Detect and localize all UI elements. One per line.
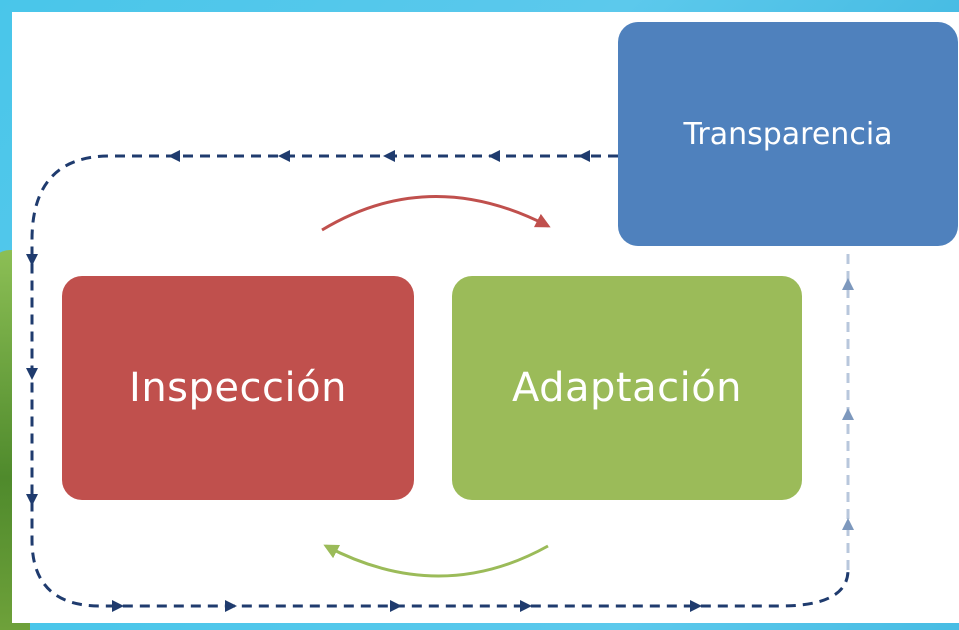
inspeccion-label: Inspección (129, 365, 347, 411)
dashed-loop-line (30, 154, 850, 608)
adaptacion-box: Adaptación (452, 276, 802, 500)
arrow-inspeccion-to-adaptacion (321, 195, 551, 232)
inspeccion-box: Inspección (62, 276, 414, 500)
arrow-adaptacion-to-inspeccion (323, 544, 549, 578)
loop-arrow-markers-left (26, 254, 38, 506)
loop-arrow-markers-top (168, 150, 590, 162)
loop-arrow-markers-bottom (112, 600, 702, 612)
loop-arrow-markers-right (842, 278, 854, 530)
transparencia-box: Transparencia (618, 22, 958, 246)
adaptacion-label: Adaptación (511, 365, 743, 411)
transparencia-label: Transparencia (683, 116, 893, 152)
